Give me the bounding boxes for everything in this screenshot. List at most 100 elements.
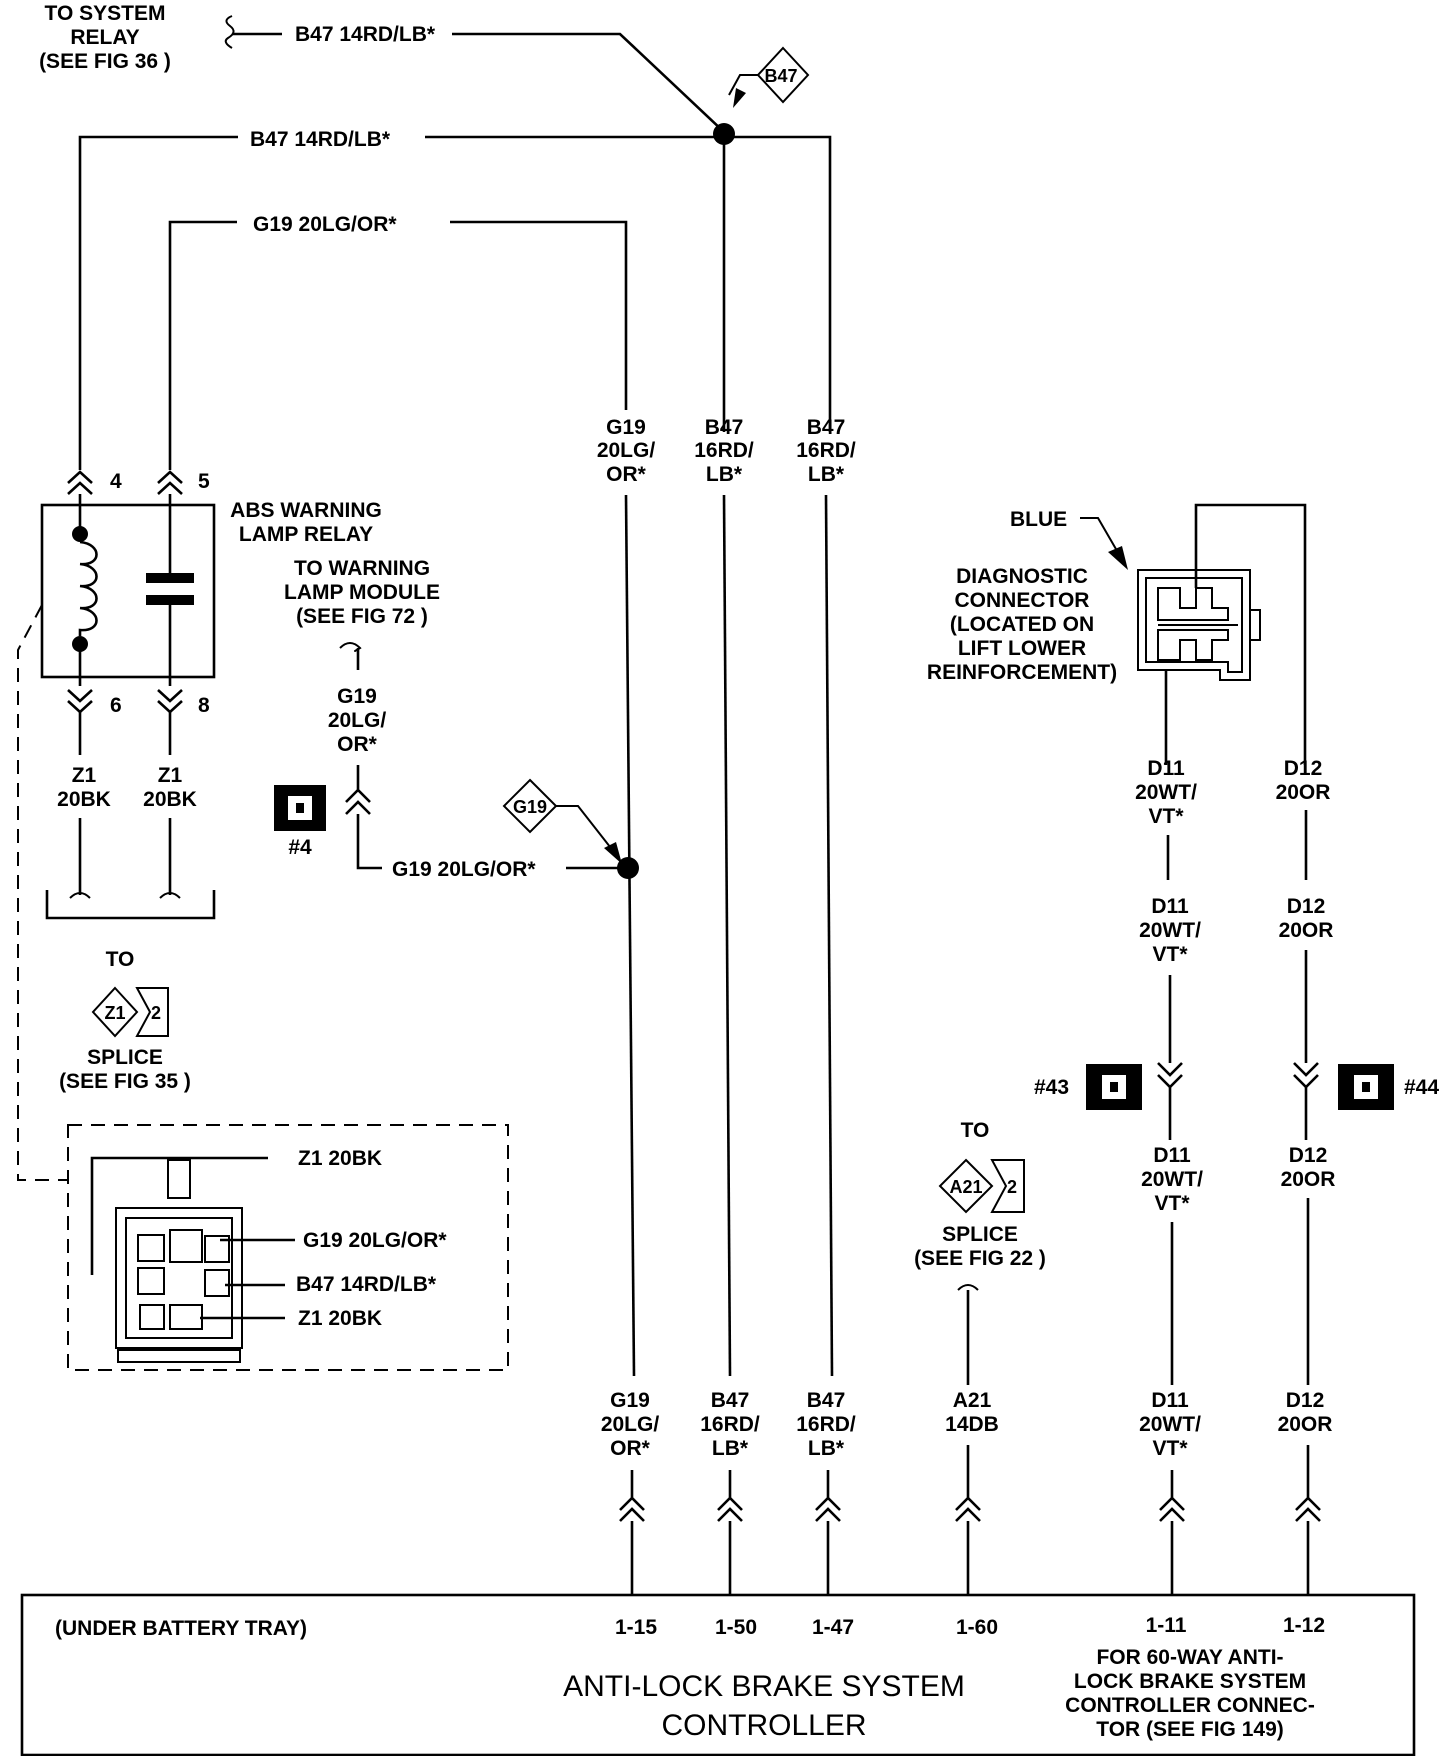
warning-module-wire-2: 20LG/: [328, 709, 387, 732]
a21-splice-label-1: SPLICE: [942, 1223, 1018, 1246]
d11-label-a3: VT*: [1148, 805, 1184, 828]
connector-4-label: #4: [288, 836, 312, 859]
pin-1-11: 1-11: [1146, 1614, 1187, 1637]
d12-label-c2: 20OR: [1281, 1168, 1336, 1191]
warning-module-wire-1: G19: [337, 685, 377, 708]
v-label-g19-1: G19: [606, 416, 646, 439]
relay-connector-face: Z1 20BK G19 20LG/OR* B47 14RD/LB* Z1 20B…: [67, 1124, 509, 1371]
wire-b47-top-right: [452, 32, 725, 133]
bottom-wire-labels: G19 20LG/ OR* B47 16RD/ LB* B47 16RD/ LB…: [601, 1389, 1333, 1460]
z1-bracket: [45, 890, 216, 920]
abs-warning-lamp-relay-box: [40, 503, 216, 679]
splice-dot-g19: [617, 857, 639, 879]
diag-label-5: REINFORCEMENT): [927, 661, 1117, 684]
wire-g19-relay-pin5: [168, 220, 237, 470]
conn-label-b47: B47 14RD/LB*: [296, 1273, 437, 1296]
wire-g19-vertical: [624, 494, 636, 1377]
d11-label-a2: 20WT/: [1135, 781, 1197, 804]
z1-splice-num: 2: [151, 1003, 161, 1023]
controller-note-4: TOR (SEE FIG 149): [1096, 1718, 1284, 1741]
pin-1-47: 1-47: [812, 1616, 854, 1639]
controller-note-3: CONTROLLER CONNEC-: [1065, 1694, 1315, 1717]
wire-break-symbol: [224, 15, 235, 49]
relay-contact-top: [146, 573, 194, 583]
conn-label-z1-top: Z1 20BK: [298, 1147, 382, 1170]
b-label-b47b-1: B47: [807, 1389, 846, 1412]
d12-label-c1: D12: [1289, 1144, 1328, 1167]
controller-note-2: LOCK BRAKE SYSTEM: [1074, 1670, 1306, 1693]
z1-splice-label-1: SPLICE: [87, 1046, 163, 1069]
d11-label-c1: D11: [1153, 1144, 1191, 1167]
v-label-b47b-2: 16RD/: [796, 439, 856, 462]
z1-splice-to: TO: [106, 948, 135, 971]
g19-splice-tag: G19: [502, 778, 622, 864]
relay-pin-4: 4: [110, 470, 122, 493]
warning-module-label-2: LAMP MODULE: [284, 581, 440, 604]
wire-label-g19-top: G19 20LG/OR*: [253, 213, 397, 236]
d11-label-c3: VT*: [1154, 1192, 1190, 1215]
diagnostic-connector: BLUE DIAGNOSTIC CONNECTOR (LOCATED ON LI…: [927, 503, 1307, 765]
b-label-b47a-3: LB*: [712, 1437, 749, 1460]
wire-b47-main: [425, 135, 832, 432]
connector-43-label: #43: [1034, 1076, 1069, 1099]
z1-left-1: Z1: [72, 764, 97, 787]
diag-label-1: DIAGNOSTIC: [956, 565, 1088, 588]
z1-left-2: 20BK: [57, 788, 111, 811]
v-label-b47a-1: B47: [705, 416, 744, 439]
warning-module-label-1: TO WARNING: [294, 557, 430, 580]
connector-44-label: #44: [1404, 1076, 1439, 1099]
g19-splice-text: G19: [513, 797, 547, 817]
d11-label-c2: 20WT/: [1141, 1168, 1203, 1191]
b-label-a21-1: A21: [953, 1389, 992, 1412]
z1-splice-label-2: (SEE FIG 35 ): [59, 1070, 191, 1093]
v-label-b47b-3: LB*: [808, 463, 845, 486]
diag-label-2: CONNECTOR: [955, 589, 1090, 612]
diag-label-3: (LOCATED ON: [950, 613, 1094, 636]
relay-pin-8: 8: [198, 694, 210, 717]
top-labels: TO SYSTEM RELAY (SEE FIG 36 ) B47 14RD/L…: [39, 2, 436, 236]
wire-b47b-vertical: [824, 494, 834, 1377]
relay-coil-dot-top: [72, 526, 88, 542]
b47-splice-text: B47: [764, 66, 797, 86]
v-label-b47b-1: B47: [807, 416, 846, 439]
controller-note-1: FOR 60-WAY ANTI-: [1096, 1646, 1283, 1669]
relay-pin-5: 5: [198, 470, 210, 493]
b-label-b47a-2: 16RD/: [700, 1413, 760, 1436]
wire-b47-relay-pin4: [78, 135, 238, 470]
pin-1-12: 1-12: [1283, 1614, 1325, 1637]
warning-module-wire-bottom: G19 20LG/OR*: [392, 858, 536, 881]
z1-right-1: Z1: [158, 764, 183, 787]
pin-1-50: 1-50: [715, 1616, 757, 1639]
b-label-d12-1: D12: [1286, 1389, 1325, 1412]
warning-module-wire-3: OR*: [337, 733, 378, 756]
relay-pin-6: 6: [110, 694, 122, 717]
system-relay-line1: TO SYSTEM: [45, 2, 166, 25]
warning-lamp-module: TO WARNING LAMP MODULE (SEE FIG 72 ) G19…: [274, 557, 626, 881]
v-label-g19-3: OR*: [606, 463, 647, 486]
controller-location: (UNDER BATTERY TRAY): [55, 1617, 307, 1640]
d11-label-b2: 20WT/: [1139, 919, 1201, 942]
d11-label-b3: VT*: [1152, 943, 1188, 966]
wire-g19-top-right: [450, 220, 628, 410]
z1-splice: TO Z1 2 SPLICE (SEE FIG 35 ): [59, 948, 191, 1093]
b-label-d12-2: 20OR: [1278, 1413, 1333, 1436]
controller-note: FOR 60-WAY ANTI- LOCK BRAKE SYSTEM CONTR…: [1065, 1646, 1315, 1741]
a21-splice-num: 2: [1007, 1177, 1017, 1197]
d11-label-b1: D11: [1151, 895, 1189, 918]
z1-down-leads: [78, 818, 172, 895]
b-label-g19-3: OR*: [610, 1437, 651, 1460]
pin-1-15: 1-15: [615, 1616, 657, 1639]
b-label-b47b-2: 16RD/: [796, 1413, 856, 1436]
a21-splice-tag: A21: [949, 1177, 982, 1197]
relay-coil: [78, 540, 98, 636]
abs-controller-box: [20, 1593, 1416, 1757]
d12-label-a1: D12: [1284, 757, 1323, 780]
controller-pins: 1-15 1-50 1-47 1-60 1-11 1-12: [615, 1614, 1325, 1639]
relay-z1-leads: [78, 712, 172, 755]
controller-pin-connectors: [619, 1445, 1321, 1595]
controller-title-2: CONTROLLER: [661, 1709, 866, 1742]
z1-break-symbols: [69, 892, 181, 899]
warning-module-label-3: (SEE FIG 72 ): [296, 605, 428, 628]
v-label-b47a-2: 16RD/: [694, 439, 754, 462]
